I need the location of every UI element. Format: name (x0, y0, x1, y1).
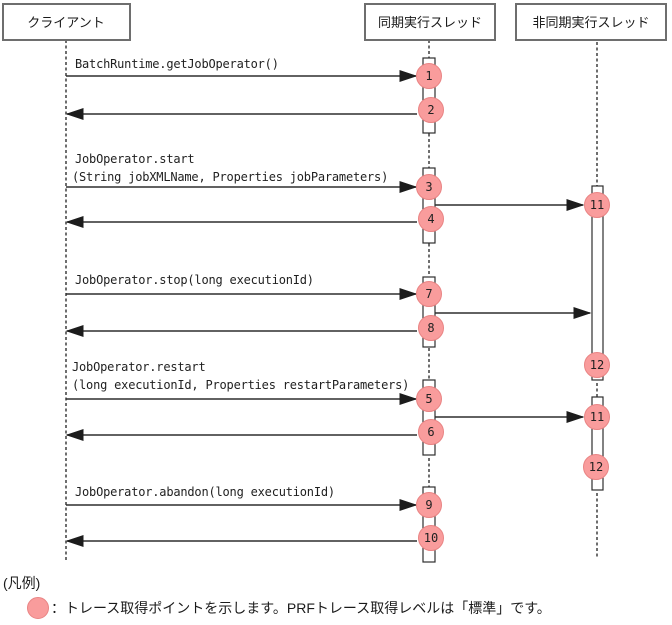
trace-point-12b: 12 (583, 454, 609, 480)
actor-sync-thread: 同期実行スレッド (364, 3, 496, 41)
svg-text:11: 11 (590, 410, 604, 424)
svg-text:6: 6 (427, 425, 434, 439)
actor-label-client: クライアント (27, 15, 104, 30)
actor-box-async-thread (515, 3, 667, 41)
actor-label-async-thread: 非同期実行スレッド (532, 15, 649, 30)
trace-point-4: 4 (418, 206, 444, 232)
svg-text:12: 12 (590, 358, 604, 372)
svg-text:10: 10 (424, 531, 438, 545)
trace-point-5: 5 (416, 386, 442, 412)
trace-point-7: 7 (416, 281, 442, 307)
trace-point-12a: 12 (584, 352, 610, 378)
activation-bar-async-start (591, 185, 604, 381)
svg-text:5: 5 (425, 392, 432, 406)
message-label-get-job-operator: BatchRuntime.getJobOperator() (75, 57, 279, 71)
message-label-start-line1: JobOperator.start (75, 152, 194, 166)
trace-point-11a: 11 (584, 192, 610, 218)
legend-title: (凡例) (3, 575, 40, 591)
message-label-stop: JobOperator.stop(long executionId) (75, 273, 314, 287)
actor-box-sync-thread (364, 3, 496, 41)
legend-text: ：トレース取得ポイントを示します。PRFトレース取得レベルは「標準」です。 (51, 600, 551, 616)
svg-text:7: 7 (425, 287, 432, 301)
message-label-restart-line2: (long executionId, Properties restartPar… (72, 378, 409, 392)
svg-text:4: 4 (427, 212, 434, 226)
trace-point-3: 3 (416, 174, 442, 200)
activation-bar-async-restart (591, 396, 604, 491)
svg-text:3: 3 (425, 180, 432, 194)
svg-text:2: 2 (427, 103, 434, 117)
trace-point-2: 2 (418, 97, 444, 123)
actor-async-thread: 非同期実行スレッド (515, 3, 667, 41)
trace-point-11b: 11 (584, 404, 610, 430)
message-label-start-line2: (String jobXMLName, Properties jobParame… (72, 170, 388, 184)
svg-text:11: 11 (590, 198, 604, 212)
trace-point-10: 10 (418, 525, 444, 551)
svg-text:9: 9 (425, 498, 432, 512)
message-label-abandon: JobOperator.abandon(long executionId) (75, 485, 335, 499)
trace-point-8: 8 (418, 315, 444, 341)
actor-box-client (2, 3, 131, 41)
actor-label-sync-thread: 同期実行スレッド (378, 15, 482, 30)
trace-point-6: 6 (418, 419, 444, 445)
trace-point-9: 9 (416, 492, 442, 518)
trace-point-1: 1 (416, 63, 442, 89)
svg-text:8: 8 (427, 321, 434, 335)
svg-text:12: 12 (589, 460, 603, 474)
trace-point-icon (27, 597, 49, 619)
actor-client: クライアント (2, 3, 131, 41)
svg-text:1: 1 (425, 69, 432, 83)
message-label-restart-line1: JobOperator.restart (72, 360, 205, 374)
